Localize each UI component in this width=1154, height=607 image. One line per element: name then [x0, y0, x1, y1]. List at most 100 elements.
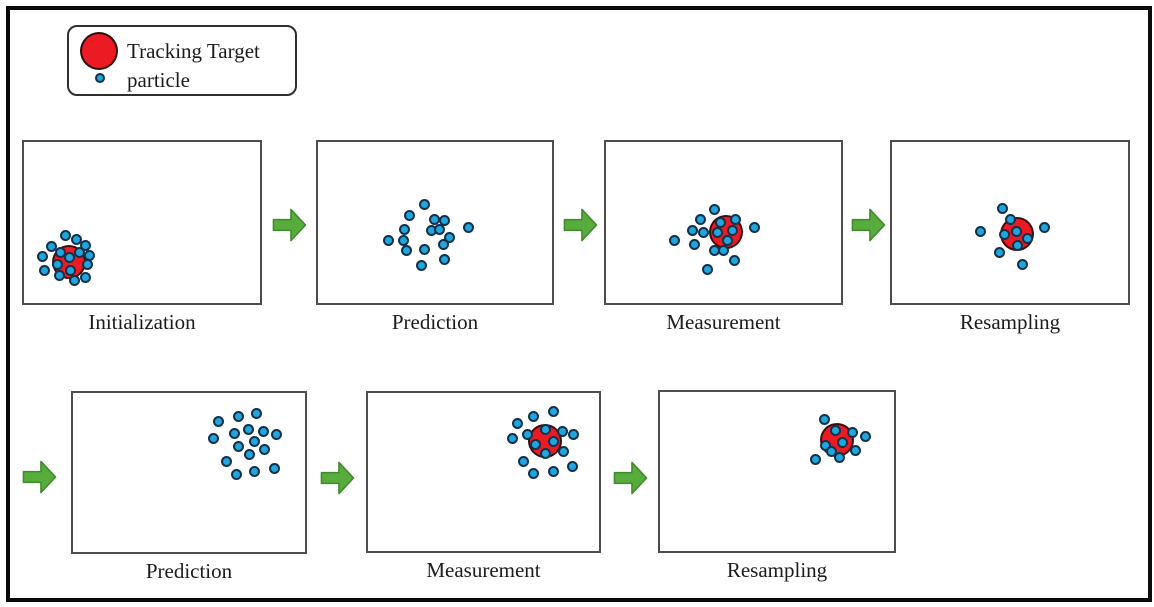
particle-dot [728, 254, 740, 266]
particle-dot [711, 226, 723, 238]
particle-dot [232, 440, 244, 452]
particle-dot [415, 259, 427, 271]
particle-dot [59, 229, 71, 241]
particle-dot [996, 202, 1008, 214]
stage-box-prediction-row2 [71, 391, 307, 554]
flow-arrow-icon [272, 208, 307, 242]
stage-label-measurement-row2: Measurement [426, 558, 541, 582]
particle-dot [539, 447, 551, 459]
particle-dot [398, 223, 410, 235]
particle-dot [53, 269, 65, 281]
particle-dot [257, 425, 269, 437]
particle-dot [433, 223, 445, 235]
particle-dot [437, 238, 449, 250]
particle-dot [443, 231, 455, 243]
stage-box-resampling-row2 [658, 390, 896, 553]
particle-dot [54, 246, 66, 258]
particle-dot [438, 253, 450, 265]
particle-dot [438, 214, 450, 226]
particle-dot [207, 432, 219, 444]
particle-dot [557, 445, 569, 457]
particle-dot [748, 221, 760, 233]
stage-box-initialization-row1 [22, 140, 262, 305]
particle-dot [714, 216, 726, 228]
particle-dot [529, 438, 541, 450]
particle-dot [974, 225, 986, 237]
flow-arrow-icon [613, 461, 648, 495]
particle-dot [230, 468, 242, 480]
particle-dot [527, 467, 539, 479]
stage-label-prediction-row1: Prediction [391, 310, 479, 334]
particle-dot [708, 203, 720, 215]
particle-dot [819, 439, 831, 451]
particle-dot [694, 213, 706, 225]
particle-dot [418, 198, 430, 210]
particle-dot [1016, 258, 1028, 270]
particle-dot [818, 413, 830, 425]
particle-dot [68, 274, 80, 286]
particle-dot [527, 410, 539, 422]
particle-dot [1004, 213, 1016, 225]
particle-dot [717, 244, 729, 256]
particle-dot [1010, 225, 1022, 237]
particle-dot [228, 427, 240, 439]
particle-dot [547, 435, 559, 447]
particle-dot [268, 462, 280, 474]
legend-label-tracking-target: Tracking Target [127, 39, 260, 63]
particle-dot [63, 251, 75, 263]
stage-label-measurement-row1: Measurement [666, 310, 781, 334]
particle-dot [45, 240, 57, 252]
particle-dot [64, 264, 76, 276]
particle-dot [250, 407, 262, 419]
particle-dot [993, 246, 1005, 258]
particle-dot [547, 465, 559, 477]
particle-dot [517, 455, 529, 467]
stage-box-measurement-row2 [366, 391, 601, 553]
stage-box-measurement-row1 [604, 140, 843, 305]
particle-dot [825, 445, 837, 457]
particle-dot [242, 423, 254, 435]
stage-box-prediction-row1 [316, 140, 554, 305]
particle-dot [511, 417, 523, 429]
flow-arrow-icon [22, 460, 57, 494]
particle-dot [859, 430, 871, 442]
particle-dot [270, 428, 282, 440]
particle-dot [506, 432, 518, 444]
particle-icon [95, 73, 105, 83]
particle-dot [403, 209, 415, 221]
particle-dot [248, 465, 260, 477]
particle-dot [1021, 232, 1033, 244]
particle-dot [567, 428, 579, 440]
particle-dot [809, 453, 821, 465]
particle-dot [1038, 221, 1050, 233]
particle-dot [829, 424, 841, 436]
particle-dot [836, 436, 848, 448]
stage-label-resampling-row2: Resampling [726, 558, 828, 582]
particle-dot [833, 451, 845, 463]
particle-dot [397, 234, 409, 246]
flow-arrow-icon [563, 208, 598, 242]
particle-dot [220, 455, 232, 467]
particle-dot [846, 426, 858, 438]
particle-dot [721, 234, 733, 246]
particle-dot [428, 213, 440, 225]
legend-label-particle: particle [127, 68, 190, 92]
stage-label-prediction-row2: Prediction [145, 559, 233, 583]
particle-dot [81, 258, 93, 270]
particle-dot [688, 238, 700, 250]
particle-dot [36, 250, 48, 262]
particle-dot [539, 423, 551, 435]
particle-dot [1011, 239, 1023, 251]
particle-dot [73, 246, 85, 258]
particle-dot [400, 244, 412, 256]
particle-dot [668, 234, 680, 246]
particle-dot [521, 428, 533, 440]
particle-dot [697, 226, 709, 238]
particle-dot [566, 460, 578, 472]
particle-dot [79, 239, 91, 251]
particle-dot [232, 410, 244, 422]
particle-dot [462, 221, 474, 233]
particle-dot [79, 271, 91, 283]
particle-dot [248, 435, 260, 447]
